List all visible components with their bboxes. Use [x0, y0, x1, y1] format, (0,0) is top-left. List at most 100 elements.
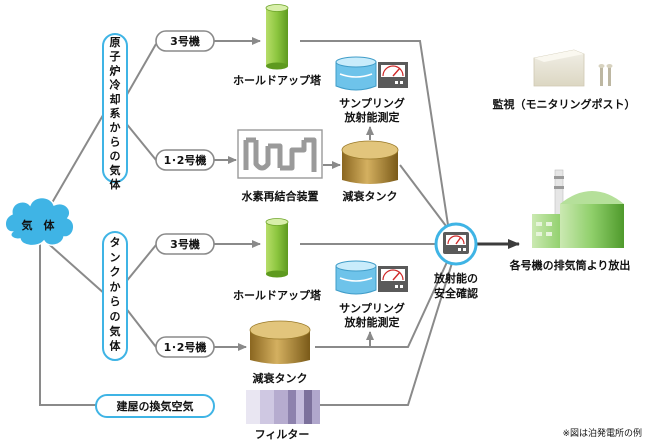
holdup-top-base [266, 62, 288, 70]
meter-top-arc [382, 65, 404, 77]
power-plant: 各号機の排気筒より放出 [509, 169, 631, 272]
reactor-building [560, 204, 624, 248]
pill-unit3-bottom [155, 233, 215, 255]
holdup-top-cap [265, 4, 289, 12]
monitoring-pole-2-top [606, 64, 613, 68]
pill-reactor-gas [102, 33, 128, 183]
filter-panel-3 [274, 390, 288, 424]
filter-panel-4 [288, 390, 296, 424]
holdup-bottom-cap [265, 218, 289, 226]
sampling-top-vessel [335, 61, 377, 91]
hydrogen-recombiner: 水素再結合装置 [237, 129, 323, 203]
sampling-unit-bottom: サンプリング 放射能測定 [335, 260, 408, 329]
filter-panel-1 [246, 390, 260, 424]
recombiner-label: 水素再結合装置 [242, 189, 319, 203]
link-decay-bottom-check [315, 261, 448, 348]
decay-top-body [342, 150, 398, 184]
holdup-bottom-label: ホールドアップ塔 [233, 288, 322, 302]
filter-panel-2 [260, 390, 274, 424]
sampling-top-label-1: サンプリング [339, 96, 405, 110]
monitoring-post: 監視（モニタリングポスト） [493, 49, 636, 111]
link-source-tank [41, 237, 107, 296]
meter-bottom-arc [382, 269, 404, 281]
sampling-bottom-wave [339, 277, 373, 282]
tank-gas-label: タンクからの気体 [110, 236, 122, 353]
meter-bottom-led-1 [395, 285, 398, 288]
unit-pills: 3号機 1･2号機 3号機 1･2号機 [155, 30, 215, 358]
sampling-bottom-label-1: サンプリング [339, 301, 405, 315]
sampling-bottom-rim [335, 260, 377, 272]
check-meter-needle [455, 236, 462, 245]
check-meter-arc [447, 235, 465, 245]
monitoring-pole-1 [600, 66, 603, 86]
decay-tank-bottom: 減衰タンク [249, 320, 311, 385]
pill-building-air [95, 394, 215, 418]
sampling-top-rim [335, 56, 377, 68]
group-reactor-gas: 原子炉冷却系からの気体 [102, 33, 128, 191]
meter-bottom-needle [392, 271, 401, 281]
holdup-tower-bottom: ホールドアップ塔 [233, 218, 322, 302]
plant-window-3 [536, 232, 542, 236]
unit12-bottom-label: 1･2号機 [164, 340, 207, 354]
sampling-top-wave [339, 73, 373, 78]
safety-check: 放射能の 安全確認 [433, 222, 478, 300]
holdup-bottom-body [266, 222, 288, 274]
unit3-bottom-label: 3号機 [170, 237, 200, 251]
filter-panel-5 [296, 390, 304, 424]
plant-window-4 [546, 232, 552, 236]
decay-tank-top: 減衰タンク [341, 140, 399, 203]
pill-unit3-top [155, 30, 215, 52]
stack-band-1 [554, 176, 564, 179]
meter-top-led-1 [395, 81, 398, 84]
holdup-tower-top: ホールドアップ塔 [233, 4, 322, 87]
check-led-2 [463, 248, 466, 251]
monitoring-label: 監視（モニタリングポスト） [493, 97, 636, 111]
link-tank-unit12 [124, 306, 157, 348]
holdup-top-body [266, 8, 288, 66]
monitoring-roof [534, 50, 584, 62]
link-tank-unit3 [124, 244, 157, 284]
link-holdup-top-check [300, 40, 449, 226]
decay-bottom-label: 減衰タンク [253, 371, 308, 385]
link-source-building [39, 240, 96, 406]
filter-panel-6 [304, 390, 312, 424]
reactor-dome [560, 191, 624, 204]
building-air-label: 建屋の換気空気 [117, 399, 194, 413]
check-label-1: 放射能の [433, 271, 478, 285]
reactor-gas-label: 原子炉冷却系からの気体 [110, 36, 122, 191]
cloud-shape [4, 196, 75, 247]
decay-top-dome [341, 140, 399, 160]
plant-window-1 [536, 222, 542, 226]
pill-tank-gas [102, 231, 128, 361]
sampling-bottom-vessel [335, 265, 377, 295]
check-led-1 [458, 248, 461, 251]
meter-top-needle [392, 67, 401, 77]
holdup-top-label: ホールドアップ塔 [233, 73, 322, 87]
pill-unit12-bottom [155, 336, 215, 358]
group-building-air: 建屋の換気空気 [95, 394, 215, 418]
filter-unit: フィルター [246, 390, 320, 441]
pill-unit12-top [155, 149, 215, 171]
monitoring-pole-2 [608, 66, 611, 86]
stack-band-2 [554, 186, 564, 189]
link-reactor-unit12 [124, 121, 157, 161]
decay-bottom-dome [249, 320, 311, 340]
release-label: 各号機の排気筒より放出 [509, 258, 631, 272]
sampling-bottom-label-2: 放射能測定 [344, 315, 400, 329]
sampling-unit-top: サンプリング 放射能測定 [335, 56, 408, 124]
decay-top-label: 減衰タンク [343, 189, 398, 203]
decay-bottom-body [250, 330, 310, 364]
connector-lines [39, 37, 520, 406]
recombiner-piping [243, 137, 317, 172]
footnote: ※図は泊発電所の例 [562, 427, 642, 439]
check-label-2: 安全確認 [434, 286, 478, 300]
meter-top-led-2 [400, 81, 403, 84]
unit12-top-label: 1･2号機 [164, 153, 207, 167]
check-meter-face [446, 235, 466, 245]
gas-cloud: 気 体 [4, 196, 75, 247]
plant-window-2 [546, 222, 552, 226]
filter-panel-7 [312, 390, 320, 424]
source-label: 気 体 [22, 218, 56, 232]
link-filter-check [320, 262, 453, 406]
